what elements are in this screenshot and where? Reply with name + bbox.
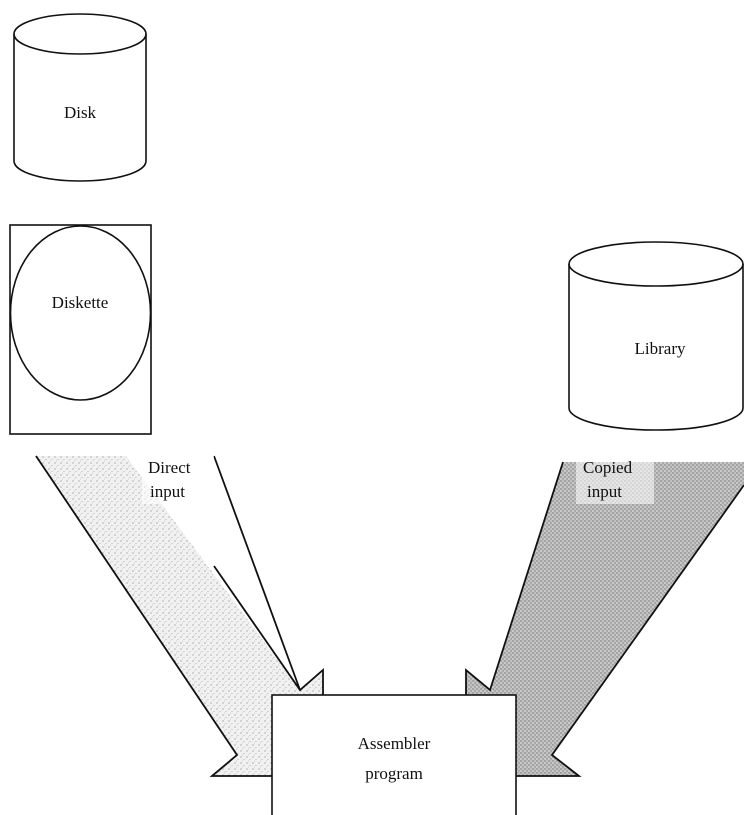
- copied-input-label-line2: input: [587, 482, 622, 501]
- diskette-box: Diskette: [9, 224, 152, 435]
- library-cylinder: Library: [568, 241, 744, 431]
- direct-input-label-line2: input: [150, 482, 185, 501]
- assembler-label-line1: Assembler: [358, 734, 431, 753]
- assembler-label-line2: program: [365, 764, 423, 783]
- disk-label: Disk: [64, 103, 97, 122]
- library-label: Library: [635, 339, 686, 358]
- direct-input-arrow: Direct input: [35, 454, 324, 777]
- disk-cylinder: Disk: [13, 13, 147, 182]
- copied-input-label-line1: Copied: [583, 458, 633, 477]
- assembler-program-box: Assembler program: [271, 694, 517, 815]
- direct-input-label-line1: Direct: [148, 458, 191, 477]
- diskette-label: Diskette: [52, 293, 109, 312]
- copied-input-arrow: Copied input: [465, 454, 744, 777]
